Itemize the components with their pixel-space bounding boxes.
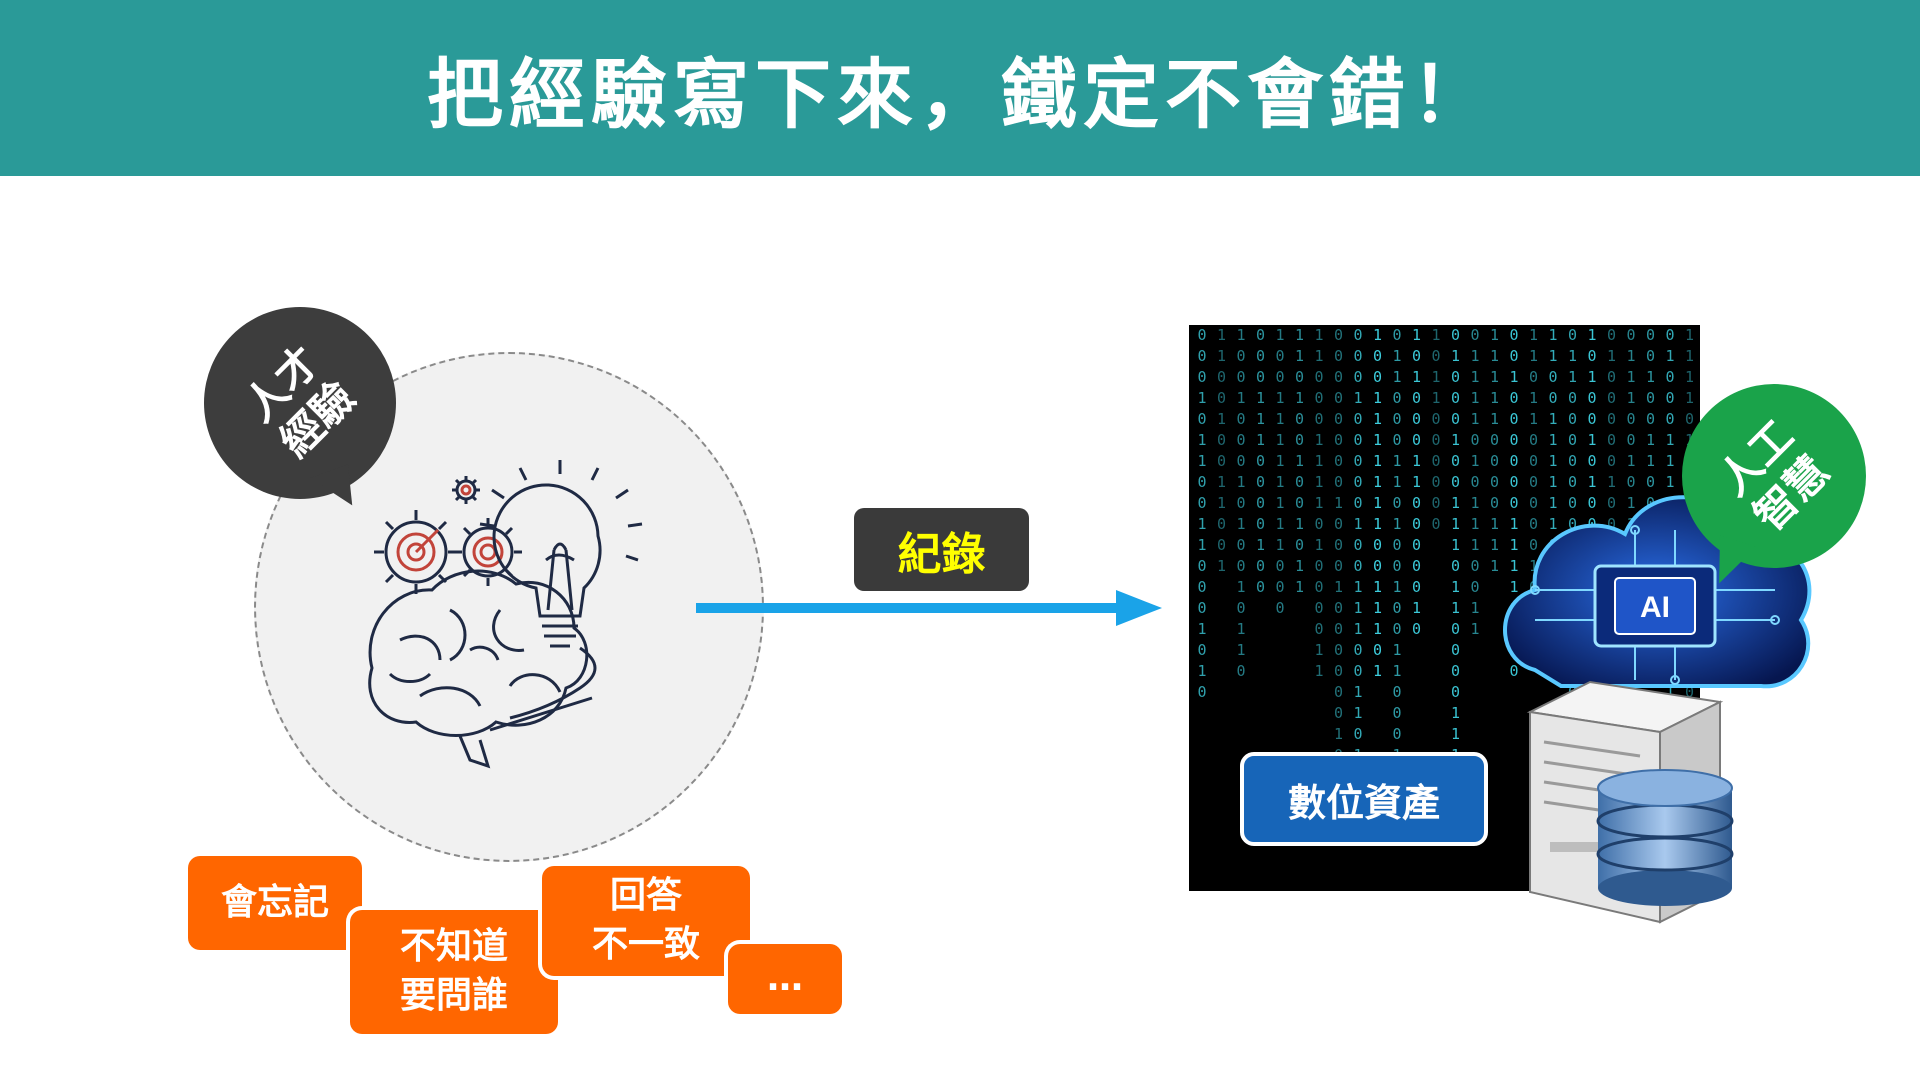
binary-column: 1 0 0 1 0 0 0 1 0 1 0 0 1 0 1 1 0 xyxy=(1236,326,1246,680)
record-label: 紀錄 xyxy=(854,508,1029,591)
binary-column: 1 0 1 1 0 0 0 0 0 0 xyxy=(1431,326,1441,533)
binary-column: 1 0 1 0 0 0 1 1 0 0 0 0 0 1 0 xyxy=(1411,326,1422,638)
page-title: 把經驗寫下來，鐵定不會錯！ xyxy=(427,50,1493,139)
note-forget-line1: 會忘記 xyxy=(220,881,329,923)
note-inconsistent-line1: 回答 xyxy=(609,875,682,917)
binary-column: 0 1 0 0 0 1 0 0 1 1 1 0 1 1 0 0 0 0 1 1 … xyxy=(1450,326,1461,785)
ai-chip-label: AI xyxy=(1640,591,1670,624)
ai-bubble xyxy=(1682,384,1866,568)
binary-column: 0 0 0 1 1 1 0 0 0 0 1 0 0 xyxy=(1255,326,1266,596)
database-icon xyxy=(1596,769,1734,906)
binary-column: 1 0 0 1 1 1 1 1 1 1 0 0 1 1 1 0 1 xyxy=(1372,326,1383,680)
brain-lightbulb-icon xyxy=(368,460,643,769)
note-unknown-who-line2: 要問誰 xyxy=(399,975,508,1016)
binary-column: 1 0 0 1 1 1 1 1 1 1 1 0 0 0 xyxy=(1275,326,1285,617)
binary-column: 0 1 1 0 0 0 1 1 0 1 0 0 1 0 0 1 1 0 0 0 … xyxy=(1392,326,1402,806)
digital-assets-label: 數位資產 xyxy=(1240,752,1488,846)
note-ellipsis-line1: … xyxy=(767,957,803,999)
binary-column: 0 0 0 1 0 0 0 0 0 1 0 0 1 1 1 0 0 1 1 0 … xyxy=(1353,326,1363,785)
header-bar: 把經驗寫下來，鐵定不會錯！ xyxy=(0,0,1920,176)
binary-column: 0 0 0 1 0 1 1 0 0 1 1 0 0 0 1 0 1 0 xyxy=(1197,326,1207,701)
talent-bubble xyxy=(204,307,396,499)
brain-icon xyxy=(368,569,593,769)
small-gear-icon xyxy=(452,476,480,504)
lightbulb-icon xyxy=(479,460,643,720)
binary-column: 1 1 0 0 1 0 0 1 1 0 0 1 xyxy=(1216,326,1227,575)
note-forget: 會忘記 xyxy=(188,856,362,950)
binary-column: 0 1 1 1 1 0 1 0 1 1 1 0 0 1 1 xyxy=(1470,326,1480,638)
binary-column: 1 1 1 1 1 0 0 0 0 1 1 1 xyxy=(1489,326,1500,575)
binary-column: 1 1 0 0 0 1 1 1 1 0 1 0 0 0 0 1 1 xyxy=(1314,326,1324,680)
note-inconsistent-line2: 不一致 xyxy=(591,924,700,965)
target-gear-icon xyxy=(374,510,458,594)
note-inconsistent: 回答 不一致 xyxy=(542,866,750,976)
note-ellipsis: … xyxy=(728,944,842,1014)
binary-column: 1 1 0 1 0 0 1 0 0 1 0 1 1 xyxy=(1294,326,1305,596)
arrow-right-icon xyxy=(696,590,1162,626)
note-unknown-who: 不知道 要問誰 xyxy=(350,910,558,1034)
note-unknown-who-line1: 不知道 xyxy=(399,926,508,968)
